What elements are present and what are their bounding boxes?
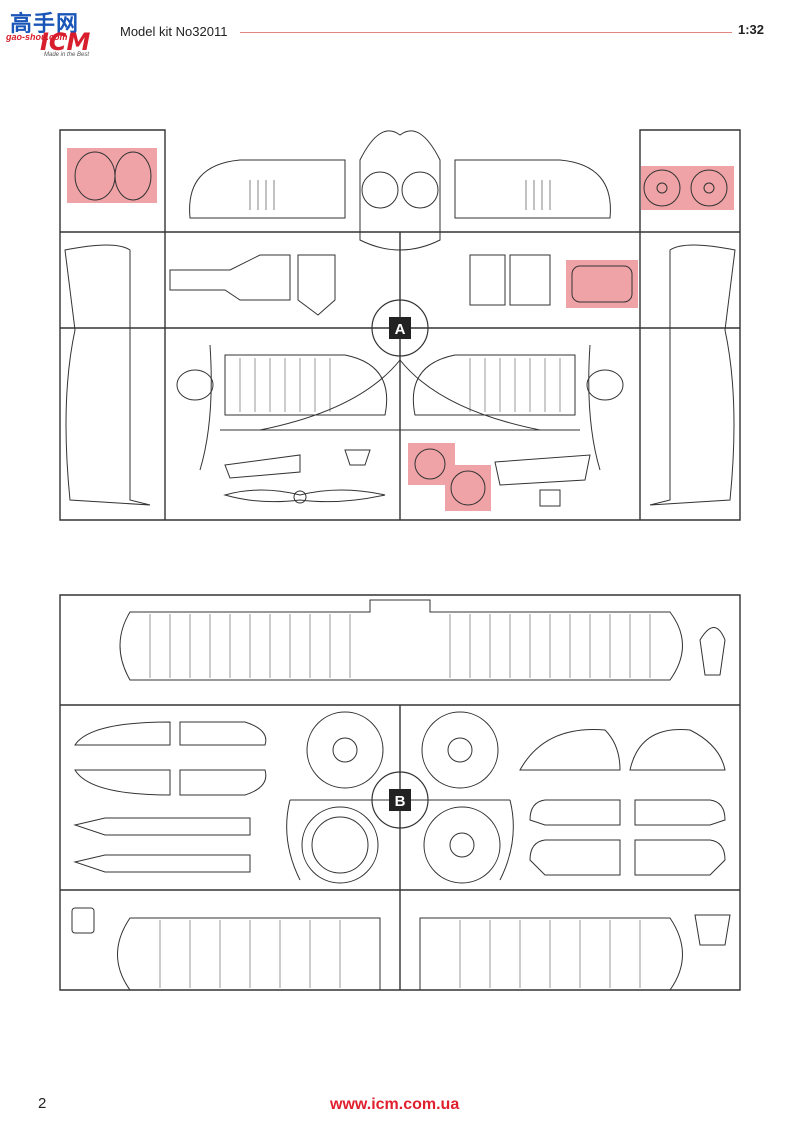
part-a-strut [224, 454, 301, 479]
part-a-wheel-cover-right [586, 369, 624, 401]
highlight-a-wheels-2 [445, 465, 491, 511]
page-number: 2 [38, 1095, 47, 1112]
part-a-fuselage-left [64, 244, 151, 506]
part-a-engine-part [539, 489, 561, 507]
sprue-b-letter-box [389, 789, 411, 811]
part-b-small-tab [71, 907, 95, 934]
part-a-bulkhead-left [297, 254, 336, 316]
sprue-a-letter: A [395, 321, 406, 338]
part-a-upper-wing-right [454, 159, 611, 219]
logo-brand-text: ICM [40, 28, 91, 56]
part-a-floor [169, 254, 291, 301]
part-b-elevator-1 [519, 729, 621, 771]
part-a-seat [344, 449, 371, 466]
part-b-gear-disc-hub [449, 832, 475, 858]
sprue-b: B [59, 594, 741, 991]
highlight-a-3-4 [641, 166, 734, 210]
part-a-lower-wing-ribs [239, 358, 561, 412]
part-b-aileron-4 [179, 769, 267, 796]
part-b-top-wing [119, 599, 683, 681]
part-b-lower-wing-ribs [159, 920, 641, 988]
part-a-fuselage-right [649, 244, 736, 506]
part-b-aileron-3 [74, 769, 171, 796]
logo-tagline: Made in the Best [44, 52, 90, 58]
sprue-b-letter: B [395, 793, 406, 810]
kit-title: Model kit No32011 [120, 24, 228, 39]
part-a-cowl-right-opening [401, 171, 439, 209]
part-a-3-hub [656, 182, 668, 194]
part-a-4-hub [703, 182, 715, 194]
part-b-engine-right [421, 711, 499, 789]
part-b-lower-wing-right [419, 917, 683, 991]
part-a-prop-hub [293, 490, 307, 504]
part-b-engine-left [306, 711, 384, 789]
sprue-a-letter-box [389, 317, 411, 339]
part-b-elevator-5 [529, 839, 621, 876]
sprue-b-hub [371, 771, 429, 829]
part-b-aileron-1 [74, 721, 171, 746]
header-rule [240, 32, 732, 33]
part-a-propeller [223, 489, 386, 503]
logo-chinese-text: 高手网 [10, 12, 80, 37]
part-a-wheel-cover-left [176, 369, 214, 401]
part-a-wheel-2 [450, 470, 486, 506]
part-b-cowl-ring [301, 806, 379, 884]
part-a-cowl-left-opening [361, 171, 399, 209]
part-a-windshield [494, 454, 591, 486]
icm-logo: 高手网 gao-shou.com ICM Made in the Best [4, 6, 104, 58]
part-a-lower-wing-left [224, 354, 388, 416]
part-b-gear-disc [423, 806, 501, 884]
part-a-cockpit-frame [571, 265, 633, 303]
part-a-wheel-1 [414, 448, 446, 480]
part-a-bulkhead-right [469, 254, 551, 306]
part-b-cowl-ring-inner [311, 816, 369, 874]
part-b-elevator-3 [529, 799, 621, 826]
part-a-lower-wing-right [412, 354, 576, 416]
part-b-aileron-2 [179, 721, 267, 746]
logo-url-text: gao-shou.com [6, 32, 68, 42]
highlight-a-cockpit [566, 260, 638, 308]
part-a-upper-wing-left [189, 159, 346, 219]
website-link[interactable]: www.icm.com.ua [330, 1096, 460, 1113]
part-a-3 [643, 169, 681, 207]
part-b-tail-cone [699, 627, 726, 676]
sprue-a: A [59, 129, 741, 521]
part-b-engine-left-crank [332, 737, 358, 763]
sprue-a-hub [371, 299, 429, 357]
part-b-bracket [694, 914, 731, 946]
part-b-lower-wing-left [117, 917, 381, 991]
part-b-top-wing-ribs [149, 614, 651, 678]
scale-label: 1:32 [738, 22, 765, 37]
part-b-elevator-4 [634, 799, 726, 826]
part-b-strut-1 [73, 817, 251, 836]
part-b-strut-2 [73, 854, 251, 873]
part-b-engine-right-crank [447, 737, 473, 763]
part-b-elevator-6 [634, 839, 726, 876]
part-a-wing-ribs [249, 180, 551, 210]
part-a-4 [690, 169, 728, 207]
page-header: 高手网 gao-shou.com ICM Made in the Best Mo… [0, 0, 800, 60]
part-b-elevator-2 [629, 729, 726, 771]
part-a-cowl [359, 130, 441, 251]
sprue-a-runners [199, 344, 601, 471]
part-a-2 [114, 151, 152, 201]
